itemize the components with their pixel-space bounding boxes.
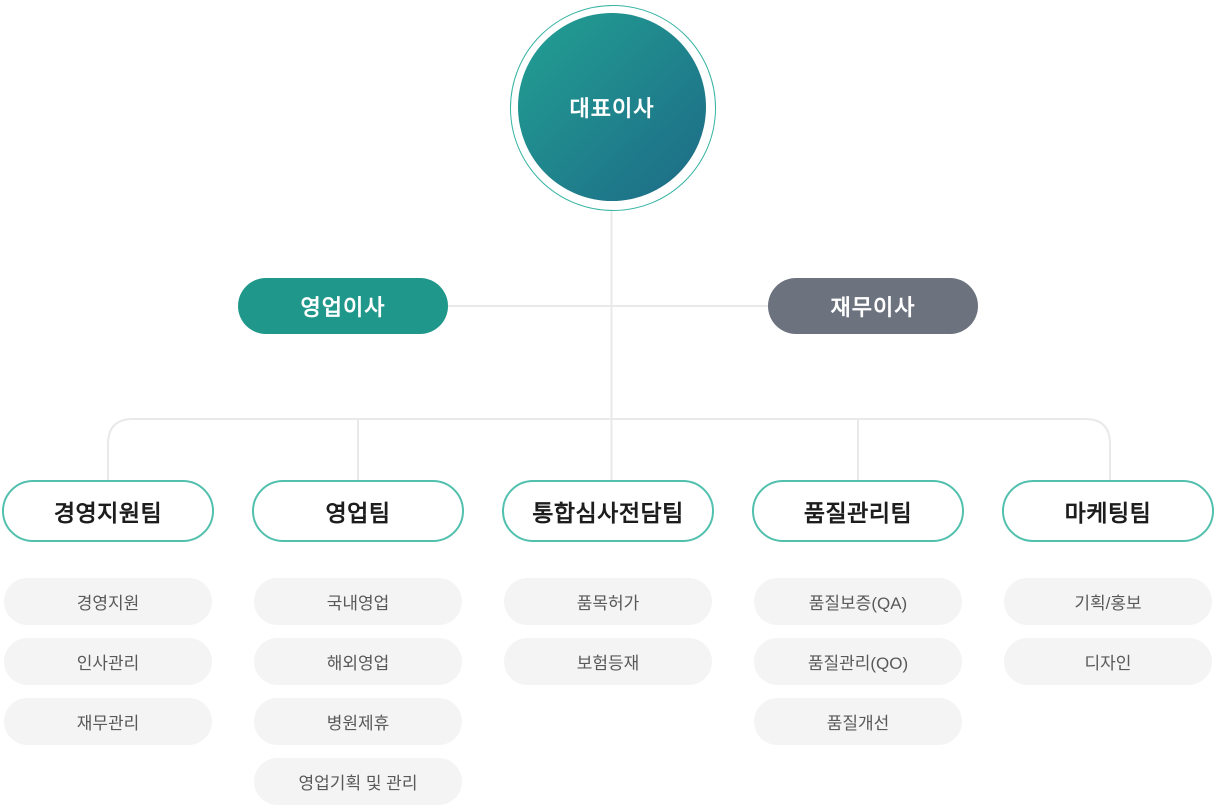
team-column-sales: 영업팀 국내영업 해외영업 병원제휴 영업기획 및 관리 xyxy=(252,480,464,811)
member-label: 인사관리 xyxy=(76,654,140,673)
member-node: 병원제휴 xyxy=(254,698,462,745)
team-label: 마케팅팀 xyxy=(1064,500,1152,526)
member-label: 보험등재 xyxy=(576,654,640,673)
member-label: 품질보증(QA) xyxy=(808,594,908,613)
team-label: 경영지원팀 xyxy=(53,500,163,526)
member-node: 품질관리(QO) xyxy=(754,638,962,685)
member-node: 경영지원 xyxy=(4,578,212,625)
team-node: 품질관리팀 xyxy=(752,480,964,542)
team-column-integrated-review: 통합심사전담팀 품목허가 보험등재 xyxy=(502,480,714,811)
member-node: 기획/홍보 xyxy=(1004,578,1212,625)
team-label: 영업팀 xyxy=(325,500,391,526)
team-column-marketing: 마케팅팀 기획/홍보 디자인 xyxy=(1002,480,1214,811)
member-label: 디자인 xyxy=(1084,654,1132,673)
member-node: 보험등재 xyxy=(504,638,712,685)
director-finance-label: 재무이사 xyxy=(830,295,916,320)
team-label: 통합심사전담팀 xyxy=(532,500,684,526)
director-node-sales: 영업이사 xyxy=(238,278,448,334)
ceo-node-ring: 대표이사 xyxy=(510,5,716,211)
member-node: 해외영업 xyxy=(254,638,462,685)
team-node: 마케팅팀 xyxy=(1002,480,1214,542)
team-label: 품질관리팀 xyxy=(803,500,913,526)
member-node: 품질보증(QA) xyxy=(754,578,962,625)
member-label: 품질관리(QO) xyxy=(807,654,909,673)
member-label: 품질개선 xyxy=(826,714,890,733)
member-label: 품목허가 xyxy=(576,594,640,613)
connector-teams-bracket xyxy=(107,418,1111,480)
member-label: 경영지원 xyxy=(76,594,140,613)
member-label: 재무관리 xyxy=(76,714,140,733)
team-node: 경영지원팀 xyxy=(2,480,214,542)
member-node: 영업기획 및 관리 xyxy=(254,758,462,805)
member-node: 품목허가 xyxy=(504,578,712,625)
member-label: 병원제휴 xyxy=(326,714,390,733)
member-label: 기획/홍보 xyxy=(1074,594,1142,613)
member-label: 국내영업 xyxy=(326,594,390,613)
ceo-node: 대표이사 xyxy=(518,13,706,201)
member-node: 재무관리 xyxy=(4,698,212,745)
team-node: 통합심사전담팀 xyxy=(502,480,714,542)
member-node: 인사관리 xyxy=(4,638,212,685)
member-label: 영업기획 및 관리 xyxy=(298,774,418,793)
ceo-label: 대표이사 xyxy=(569,96,655,121)
team-column-management-support: 경영지원팀 경영지원 인사관리 재무관리 xyxy=(2,480,214,811)
member-node: 디자인 xyxy=(1004,638,1212,685)
team-node: 영업팀 xyxy=(252,480,464,542)
team-column-quality-control: 품질관리팀 품질보증(QA) 품질관리(QO) 품질개선 xyxy=(752,480,964,811)
member-node: 품질개선 xyxy=(754,698,962,745)
member-node: 국내영업 xyxy=(254,578,462,625)
member-label: 해외영업 xyxy=(326,654,390,673)
director-sales-label: 영업이사 xyxy=(300,295,386,320)
director-node-finance: 재무이사 xyxy=(768,278,978,334)
